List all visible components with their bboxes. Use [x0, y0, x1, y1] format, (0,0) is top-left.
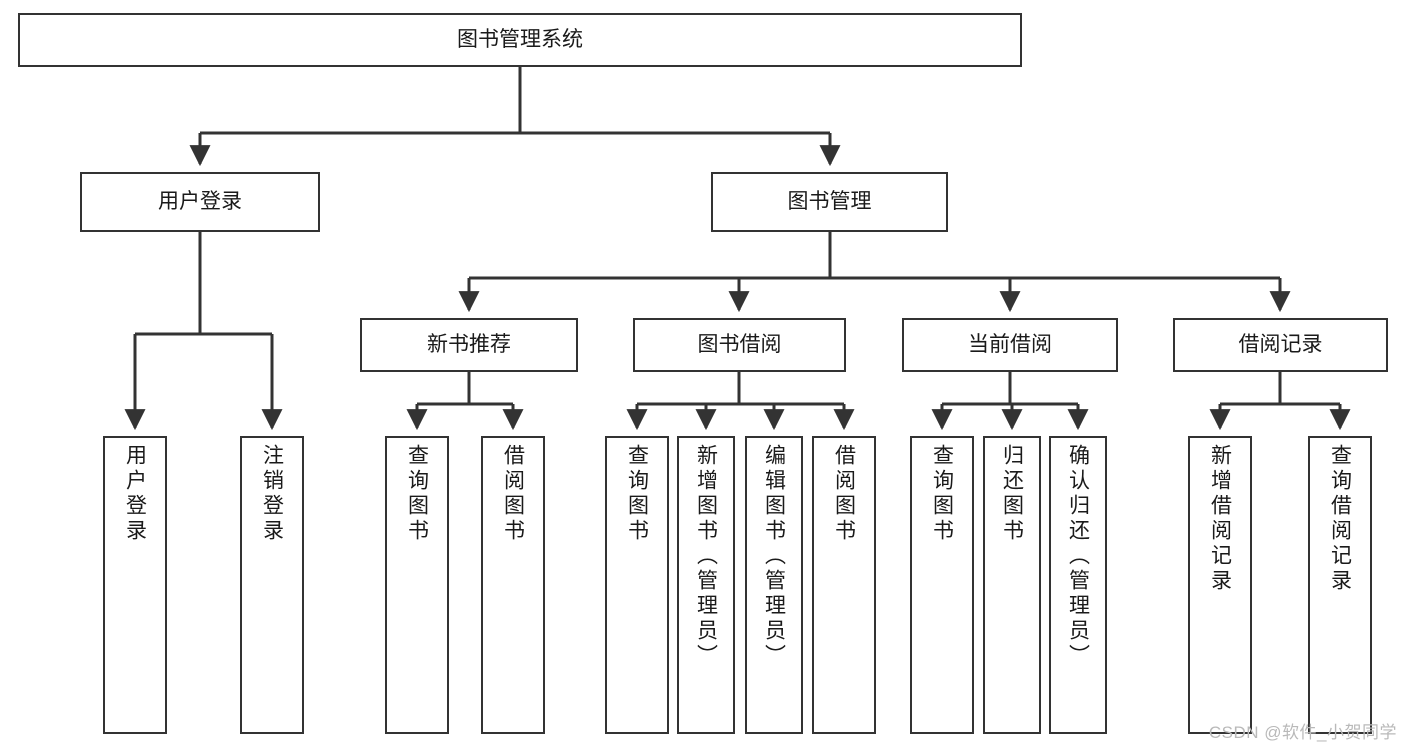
node-leaf-add-borrow-record-label: 新增借阅记录: [1208, 444, 1232, 594]
node-current-borrowing[interactable]: 当前借阅: [902, 318, 1118, 372]
node-leaf-add-borrow-record[interactable]: 新增借阅记录: [1188, 436, 1252, 734]
node-leaf-query-book-current-label: 查询图书: [930, 444, 954, 544]
node-new-book-recommendation[interactable]: 新书推荐: [360, 318, 578, 372]
node-root[interactable]: 图书管理系统: [18, 13, 1022, 67]
node-leaf-lend-book-label: 借阅图书: [832, 444, 856, 544]
node-leaf-confirm-return-admin[interactable]: 确认归还（管理员）: [1049, 436, 1107, 734]
node-leaf-query-book-borrow-label: 查询图书: [625, 444, 649, 544]
node-leaf-return-book[interactable]: 归还图书: [983, 436, 1041, 734]
node-root-label: 图书管理系统: [457, 28, 583, 52]
watermark: CSDN @软件_小贺同学: [1208, 723, 1397, 742]
node-leaf-add-book-admin[interactable]: 新增图书（管理员）: [677, 436, 735, 734]
node-borrowing-records-label: 借阅记录: [1238, 333, 1323, 357]
node-current-borrowing-label: 当前借阅: [968, 333, 1052, 357]
node-leaf-return-book-label: 归还图书: [1000, 444, 1024, 544]
node-book-management[interactable]: 图书管理: [711, 172, 948, 232]
node-leaf-borrow-book-newbook[interactable]: 借阅图书: [481, 436, 545, 734]
node-leaf-borrow-book-newbook-label: 借阅图书: [501, 444, 525, 544]
node-leaf-user-logout-label: 注销登录: [260, 444, 284, 544]
node-leaf-edit-book-admin[interactable]: 编辑图书（管理员）: [745, 436, 803, 734]
node-leaf-confirm-return-admin-label: 确认归还（管理员）: [1066, 444, 1090, 669]
node-leaf-query-borrow-record[interactable]: 查询借阅记录: [1308, 436, 1372, 734]
node-book-borrowing[interactable]: 图书借阅: [633, 318, 846, 372]
node-leaf-add-book-admin-label: 新增图书（管理员）: [694, 444, 718, 669]
node-leaf-query-book-current[interactable]: 查询图书: [910, 436, 974, 734]
node-leaf-lend-book[interactable]: 借阅图书: [812, 436, 876, 734]
node-book-borrowing-label: 图书借阅: [697, 333, 782, 357]
node-leaf-user-logout[interactable]: 注销登录: [240, 436, 304, 734]
node-book-management-label: 图书管理: [787, 190, 872, 214]
node-borrowing-records[interactable]: 借阅记录: [1173, 318, 1388, 372]
node-leaf-query-borrow-record-label: 查询借阅记录: [1328, 444, 1352, 594]
node-user-login[interactable]: 用户登录: [80, 172, 320, 232]
node-leaf-user-login-label: 用户登录: [123, 444, 147, 544]
node-leaf-edit-book-admin-label: 编辑图书（管理员）: [762, 444, 786, 669]
node-leaf-query-book-borrow[interactable]: 查询图书: [605, 436, 669, 734]
node-new-book-recommendation-label: 新书推荐: [427, 333, 511, 357]
node-user-login-label: 用户登录: [158, 190, 242, 214]
node-leaf-query-book-newbook[interactable]: 查询图书: [385, 436, 449, 734]
node-leaf-user-login[interactable]: 用户登录: [103, 436, 167, 734]
node-leaf-query-book-newbook-label: 查询图书: [405, 444, 429, 544]
